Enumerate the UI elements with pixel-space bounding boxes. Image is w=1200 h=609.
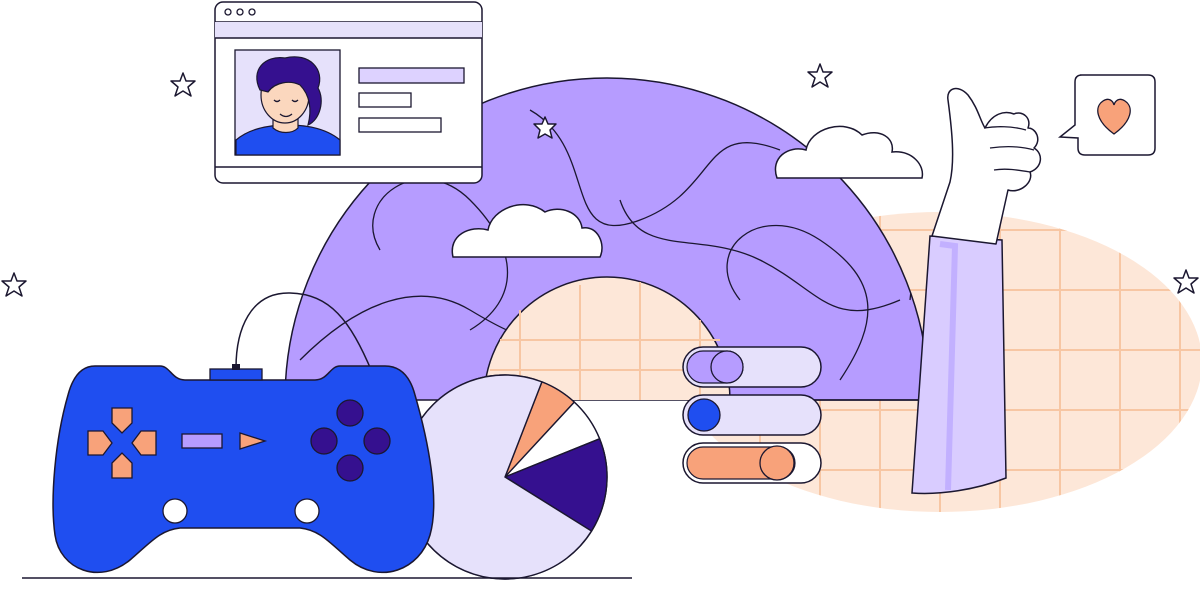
star-icon bbox=[807, 63, 833, 88]
cloud-icon bbox=[774, 125, 924, 179]
star-icon bbox=[1173, 269, 1199, 294]
avatar bbox=[234, 49, 341, 156]
controller-cable bbox=[235, 292, 373, 373]
info-bar bbox=[358, 117, 442, 133]
action-button[interactable] bbox=[310, 427, 338, 455]
toggle-switch-2[interactable] bbox=[682, 394, 822, 436]
window-dot[interactable] bbox=[224, 8, 232, 16]
star-icon bbox=[1, 272, 27, 297]
window-dot[interactable] bbox=[248, 8, 256, 16]
profile-window bbox=[214, 1, 483, 184]
window-dot[interactable] bbox=[236, 8, 244, 16]
star-icon bbox=[170, 72, 196, 97]
pie-chart bbox=[402, 374, 608, 580]
star-icon bbox=[533, 116, 557, 139]
analog-stick[interactable] bbox=[294, 498, 320, 524]
game-controller bbox=[52, 364, 435, 574]
cloud-icon bbox=[451, 203, 603, 258]
thumbs-up-hand bbox=[911, 87, 1042, 495]
info-bar bbox=[358, 92, 412, 108]
info-bar bbox=[358, 67, 465, 84]
toggle-switch-1[interactable] bbox=[682, 346, 822, 388]
action-button[interactable] bbox=[336, 399, 364, 427]
toggle-switch-3[interactable] bbox=[682, 442, 822, 484]
analog-stick[interactable] bbox=[162, 498, 188, 524]
select-button[interactable] bbox=[181, 433, 223, 449]
action-button[interactable] bbox=[336, 454, 364, 482]
play-icon[interactable] bbox=[239, 432, 268, 450]
speech-bubble bbox=[1057, 74, 1156, 156]
action-button[interactable] bbox=[363, 427, 391, 455]
heart-icon bbox=[1097, 98, 1131, 135]
pie-slice-3 bbox=[503, 437, 608, 533]
dpad[interactable] bbox=[87, 407, 157, 479]
